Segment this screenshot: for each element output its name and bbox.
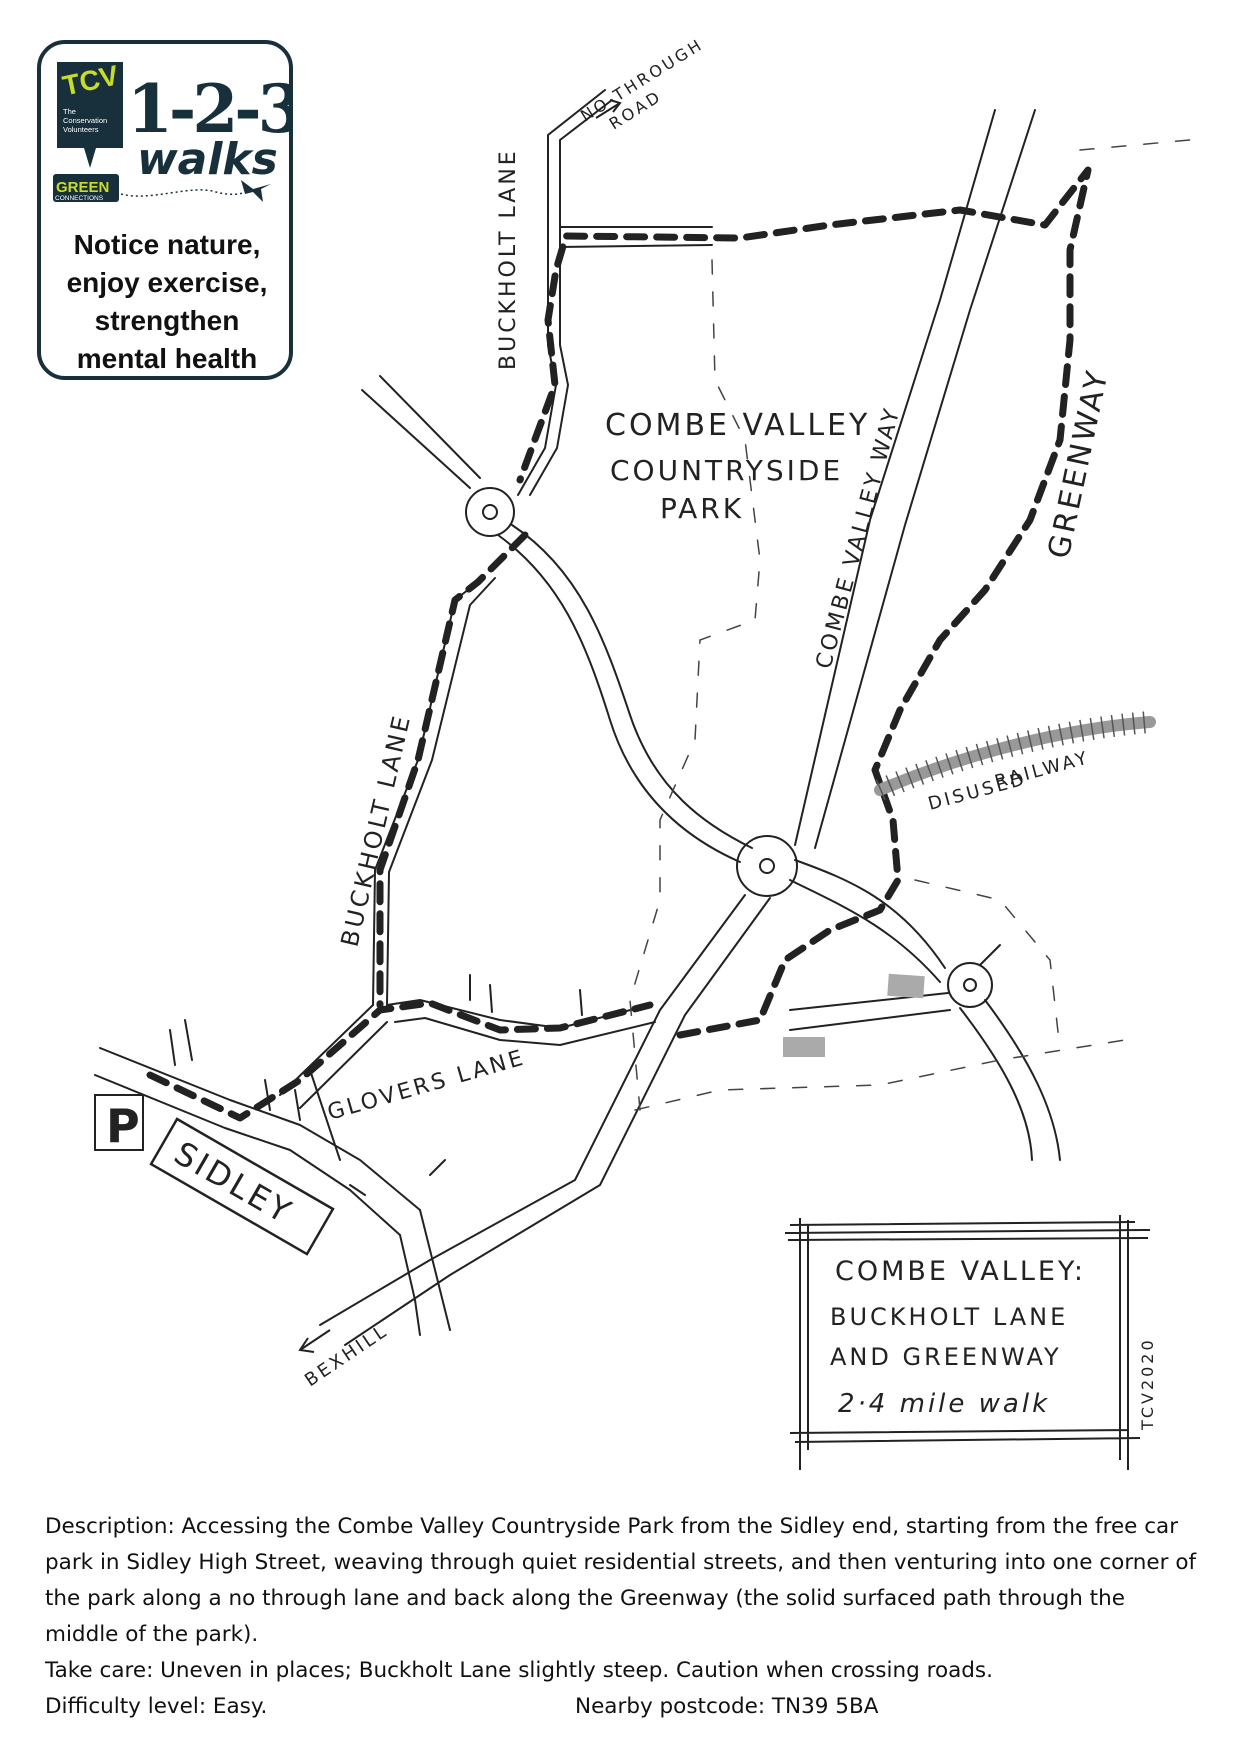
park-label-line1: COMBE VALLEY [605,408,870,443]
title-box-line3: AND GREENWAY [830,1343,1062,1371]
tcv-123-walks-badge: TCV The Conservation Volunteers GREEN CO… [37,40,293,380]
title-box-line4: 2·4 mile walk [838,1389,1050,1419]
sidley-label: SIDLEY [168,1134,300,1232]
road-curve-east [511,524,753,849]
road-southeast-lane [789,992,949,1011]
tcv-logo: TCV The Conservation Volunteers GREEN CO… [53,59,291,202]
roundabout-southeast-island [963,978,977,992]
bexhill-label: BEXHILL [301,1320,392,1391]
tagline-line-4: mental health [76,343,258,374]
tcv-pin-icon [57,62,123,168]
combe-valley-way-label: COMBE VALLEY WAY [812,404,906,672]
take-care-text: Take care: Uneven in places; Buckholt La… [45,1658,993,1683]
road-curve-west [497,534,741,863]
tagline-line-3: strengthen [94,305,240,336]
series-word: walks [137,134,278,185]
road-sidley-south [419,1209,451,1331]
road-sidley-south-edge [399,1234,421,1336]
org-name-line1: The [63,107,76,116]
parking-box [94,1094,144,1151]
org-name-line2: Conservation [63,116,107,125]
park-label-line3: PARK [660,492,744,525]
map-credit: TCV2020 [1138,1337,1157,1431]
road-combe-valley-way [794,109,996,846]
road-northwest-edge [379,375,481,479]
walk-map: P SIDLEY NO THROUGH ROAD BUCKHOLT LANE C… [94,34,1191,1470]
sidley-box [149,1117,335,1256]
difficulty-row: Difficulty level: Easy. Nearby postcode:… [45,1689,1205,1725]
road-side-lane [309,1069,341,1161]
buckholt-lane-north-label: BUCKHOLT LANE [496,148,521,370]
road-to-bexhill-edge [344,897,771,1346]
road-east [794,859,946,969]
green-connections-bottom: CONNECTIONS [55,195,104,202]
butterfly-icon [241,180,271,202]
road-sidley-high-street [99,1047,421,1211]
parking-label: P [106,1099,143,1153]
roundabout-north [465,487,515,537]
glovers-lane-label: GLOVERS LANE [325,1045,529,1125]
road-southeast-south [959,1007,1033,1161]
road-sidley-high-street-edge [94,1074,401,1236]
roundabout-north-island [482,504,498,520]
road-southeast-south-edge [984,999,1061,1161]
route-path [146,166,1092,1122]
park-label-line2: COUNTRYSIDE [610,454,843,487]
series-numbers: 1-2-3 [127,70,291,148]
side-road-ticks [169,974,583,1196]
road-combe-valley-way-edge [814,109,1036,849]
tagline-line-2: enjoy exercise, [66,267,268,298]
disused-railway-label-2: RAILWAY [992,747,1092,793]
field-boundary-4 [914,879,1061,1051]
difficulty-text: Difficulty level: Easy. [45,1694,268,1719]
road-glovers-lane-edge [394,1017,656,1046]
road-lane-east-edge [559,244,713,248]
roundabout-centre [736,835,798,897]
road-southeast-north [979,944,1001,966]
road-buckholt-lane-south-edge [386,577,496,1006]
postcode-text: Nearby postcode: TN39 5BA [575,1694,879,1719]
green-connections-badge [53,174,119,202]
road-no-through-road-edge [559,99,613,214]
road-east-edge [789,879,941,983]
building-1 [887,973,925,999]
disused-railway [874,711,1156,801]
road-buckholt-lane-north-edge [529,212,569,496]
org-name-line3: Volunteers [63,125,99,134]
title-box-line2: BUCKHOLT LANE [830,1303,1068,1331]
road-southeast-lane-edge [789,1009,951,1031]
title-box-frame [784,1215,1151,1470]
road-no-through-road [547,89,606,214]
tagline-line-1: Notice nature, [73,229,261,260]
building-2 [783,1037,825,1057]
green-connections-top: GREEN [56,179,109,196]
field-boundary-3 [1079,139,1191,151]
no-through-road-arrow [595,99,622,119]
description-text: Description: Accessing the Combe Valley … [45,1514,1197,1647]
roundabout-southeast [947,962,993,1008]
bexhill-arrow [298,1329,331,1353]
badge-tagline: Notice nature, enjoy exercise, strengthe… [53,226,281,378]
road-to-bexhill [319,894,746,1326]
field-boundary-1 [629,259,761,1111]
road-northwest [361,389,471,489]
title-box-line1: COMBE VALLEY: [835,1256,1086,1287]
butterfly-trail [120,189,247,197]
walk-description: Description: Accessing the Combe Valley … [45,1509,1205,1725]
field-boundary-2 [634,1039,1126,1111]
roundabout-centre-island [759,858,775,874]
